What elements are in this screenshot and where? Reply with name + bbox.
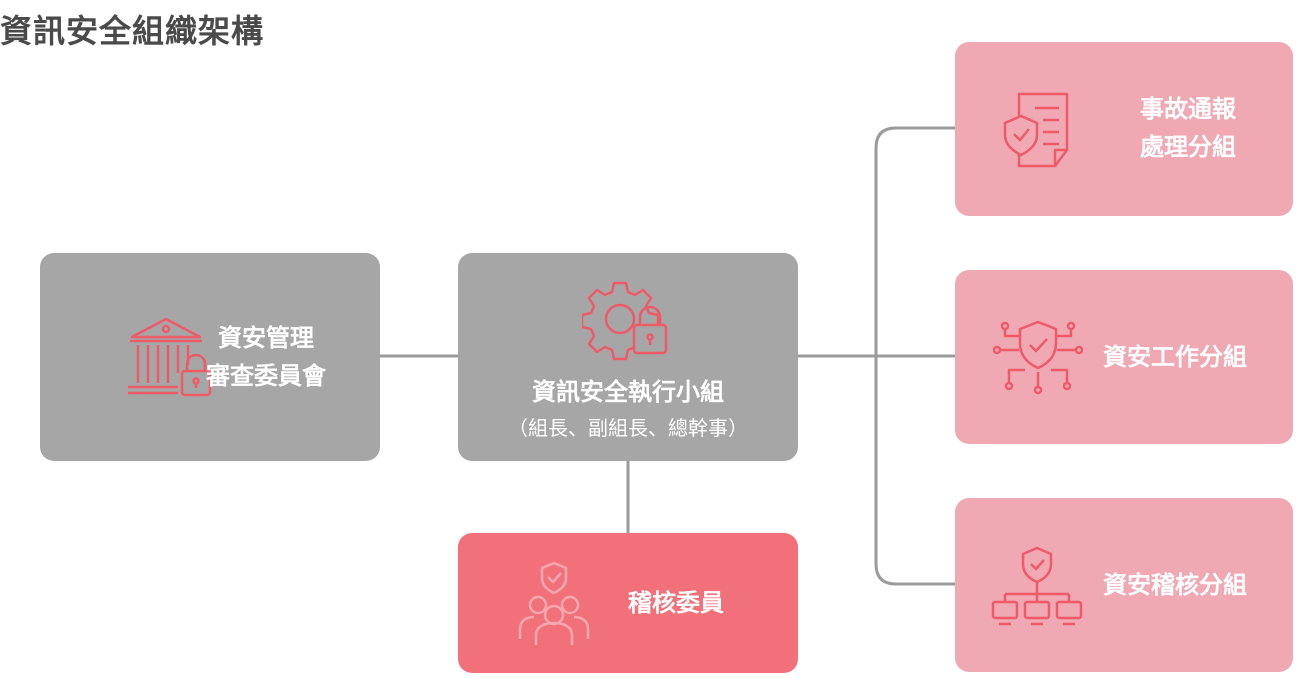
incident-team-line1: 事故通報 <box>1140 95 1236 123</box>
incident-team-line2: 處理分組 <box>1140 133 1236 161</box>
security-team-label: 資安工作分組 <box>1103 343 1247 371</box>
audit-team-box: 資安稽核分組 <box>955 498 1293 672</box>
review-committee-box: 資安管理 審查委員會 <box>40 253 380 461</box>
document-shield-icon <box>999 90 1077 170</box>
gear-lock-icon <box>582 279 674 361</box>
audit-members-label: 稽核委員 <box>628 589 724 617</box>
execution-team-title: 資訊安全執行小組 <box>532 378 724 406</box>
shield-network-icon <box>989 544 1085 630</box>
shield-circuit-icon <box>993 318 1083 396</box>
people-shield-icon <box>514 559 594 649</box>
security-team-box: 資安工作分組 <box>955 270 1293 444</box>
audit-team-label: 資安稽核分組 <box>1103 571 1247 599</box>
execution-team-roles: （組長、副組長、總幹事） <box>508 416 748 440</box>
execution-team-box: 資訊安全執行小組 （組長、副組長、總幹事） <box>458 253 798 461</box>
review-committee-line2: 審查委員會 <box>206 362 326 390</box>
review-committee-line1: 資安管理 <box>218 324 314 352</box>
page-title: 資訊安全組織架構 <box>0 12 265 50</box>
incident-team-box: 事故通報 處理分組 <box>955 42 1293 216</box>
bank-lock-icon <box>126 315 218 399</box>
connector-branch-vertical <box>874 126 958 586</box>
audit-members-box: 稽核委員 <box>458 533 798 673</box>
